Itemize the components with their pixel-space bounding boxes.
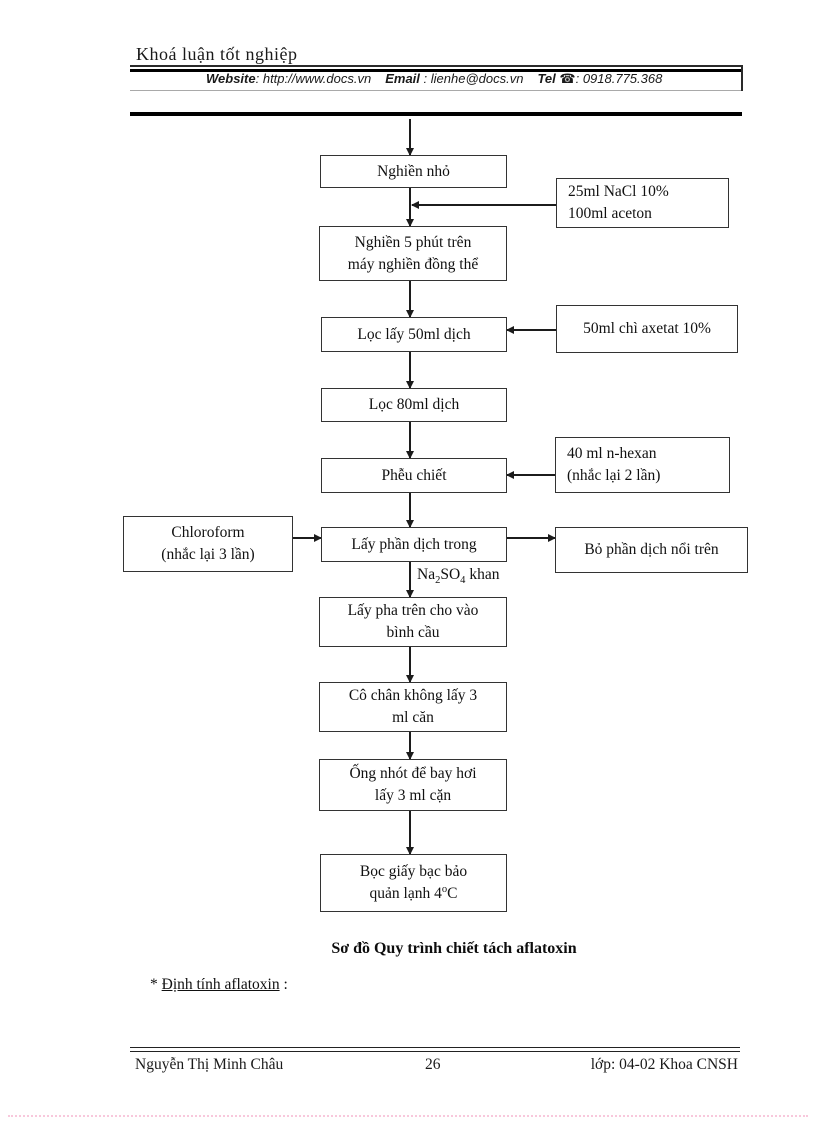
flow-box-label: bình cầu	[386, 624, 440, 641]
tel-label: Tel	[537, 71, 556, 86]
flow-box-label: Ống nhót để bay hơi	[349, 765, 477, 783]
header-thin-rule	[130, 90, 742, 91]
side-box-label: (nhắc lại 2 lần)	[567, 467, 661, 484]
na2so4-mid: SO	[440, 566, 461, 583]
flow-box-label: máy nghiền đồng thể	[347, 255, 479, 273]
footer-rule-bottom	[130, 1051, 740, 1053]
flow-box-co-chan-khong: Cô chân không lấy 3 ml căn	[319, 682, 507, 732]
na2so4-sub1: 2	[435, 575, 441, 587]
side-box-chi-axetat: 50ml chì axetat 10%	[556, 305, 738, 353]
flow-box-lay-phan-dich-trong: Lấy phần dịch trong	[321, 527, 507, 562]
email-label: Email	[385, 71, 420, 86]
flow-arrow-down	[406, 422, 413, 459]
flow-box-label: Bọc giấy bạc bảo	[359, 863, 468, 881]
na2so4-pre: Na	[417, 566, 436, 583]
na2so4-sub2: 4	[460, 575, 466, 587]
section-separator-rule	[130, 112, 742, 116]
flow-box-nghien-nho: Nghiền nhỏ	[320, 155, 507, 188]
flow-box-label: Phễu chiết	[381, 466, 447, 484]
tel-value: : 0918.775.368	[575, 71, 663, 86]
note-suffix: :	[279, 976, 288, 993]
flow-box-label: Nghiền 5 phút trên	[354, 233, 472, 251]
flow-box-nghien-5-phut: Nghiền 5 phút trên máy nghiền đồng thể	[319, 226, 507, 281]
flow-box-lay-pha-tren: Lấy pha trên cho vào bình cầu	[319, 597, 507, 647]
flow-arrow-down	[406, 119, 413, 156]
page-title: Khoá luận tốt nghiệp	[136, 44, 298, 64]
temp-label-pre: quản lạnh 4	[369, 885, 442, 903]
website-value: : http://www.docs.vn	[255, 71, 372, 86]
side-box-label: 50ml chì axetat 10%	[583, 320, 711, 338]
na2so4-khan-label: Na2SO4 khan	[417, 566, 499, 586]
flow-arrow-left-axetat	[506, 326, 556, 333]
flow-box-label: Nghiền nhỏ	[377, 162, 450, 180]
flow-arrow-down	[406, 811, 413, 855]
bottom-dotted-rule	[8, 1115, 808, 1117]
flow-box-loc-80ml: Lọc 80ml dịch	[321, 388, 507, 422]
side-box-label: Bỏ phần dịch nổi trên	[584, 541, 719, 559]
qualitative-note: * Định tính aflatoxin :	[150, 976, 288, 994]
temp-label-post: C	[447, 885, 458, 903]
temp-label-sup: o	[441, 883, 448, 895]
flow-arrow-down	[406, 647, 413, 683]
flow-box-label: Lấy pha trên cho vào	[347, 602, 479, 620]
footer-author: Nguyễn Thị Minh Châu	[135, 1056, 284, 1073]
na2so4-post: khan	[465, 566, 500, 583]
email-value: : lienhe@docs.vn	[423, 71, 524, 86]
diagram-caption: Sơ đồ Quy trình chiết tách aflatoxin	[331, 940, 577, 957]
side-box-label: (nhắc lại 3 lần)	[161, 546, 255, 563]
flow-arrow-left-hexan	[506, 471, 555, 478]
footer-class-info: lớp: 04-02 Khoa CNSH	[590, 1056, 738, 1073]
header-contact-line: Website: http://www.docs.vn Email : lienh…	[206, 71, 662, 87]
flow-box-label: lấy 3 ml cặn	[374, 787, 452, 804]
website-label: Website	[206, 71, 256, 86]
flow-arrow-left-nacl	[411, 201, 556, 208]
phone-icon: ☎	[559, 71, 576, 86]
flow-box-label: ml căn	[392, 709, 434, 726]
note-star: *	[150, 976, 162, 993]
side-box-label: Chloroform	[171, 524, 245, 542]
side-box-label: 25ml NaCl 10%	[568, 183, 669, 201]
note-underlined-text: Định tính aflatoxin	[161, 976, 280, 993]
flow-box-label: Lọc lấy 50ml dịch	[357, 325, 471, 343]
flow-arrow-down	[406, 732, 413, 760]
flow-arrow-down	[406, 188, 413, 227]
side-box-label: 40 ml n-hexan	[567, 445, 657, 463]
flow-arrow-down	[406, 281, 413, 318]
flow-arrow-down	[406, 562, 413, 598]
side-box-n-hexan: 40 ml n-hexan (nhắc lại 2 lần)	[555, 437, 730, 493]
flow-box-label: Cô chân không lấy 3	[348, 687, 478, 705]
flow-arrow-right-discard	[507, 534, 556, 541]
flow-arrow-right-chloroform	[293, 534, 322, 541]
flow-box-boc-giay-bac: Bọc giấy bạc bảo quản lạnh 4oC	[320, 854, 507, 912]
side-box-label: 100ml aceton	[568, 205, 652, 222]
header-underline	[130, 65, 742, 67]
flow-box-pheu-chiet: Phễu chiết	[321, 458, 507, 493]
flow-box-label: Lọc 80ml dịch	[368, 396, 460, 414]
flow-box-label: Lấy phần dịch trong	[351, 535, 477, 553]
side-box-bo-phan-dich: Bỏ phần dịch nổi trên	[555, 527, 748, 573]
footer-page-number: 26	[425, 1056, 441, 1073]
flow-box-ong-nhot: Ống nhót để bay hơi lấy 3 ml cặn	[319, 759, 507, 811]
header-heavy-rule	[130, 69, 742, 72]
footer-rule-top	[130, 1047, 740, 1049]
flow-box-label: quản lạnh 4oC	[321, 883, 506, 905]
flow-arrow-down	[406, 493, 413, 528]
flow-box-loc-lay-50ml: Lọc lấy 50ml dịch	[321, 317, 507, 352]
side-box-nacl-aceton: 25ml NaCl 10% 100ml aceton	[556, 178, 729, 228]
header-right-tick	[741, 65, 743, 91]
side-box-chloroform: Chloroform (nhắc lại 3 lần)	[123, 516, 293, 572]
flow-arrow-down	[406, 352, 413, 389]
